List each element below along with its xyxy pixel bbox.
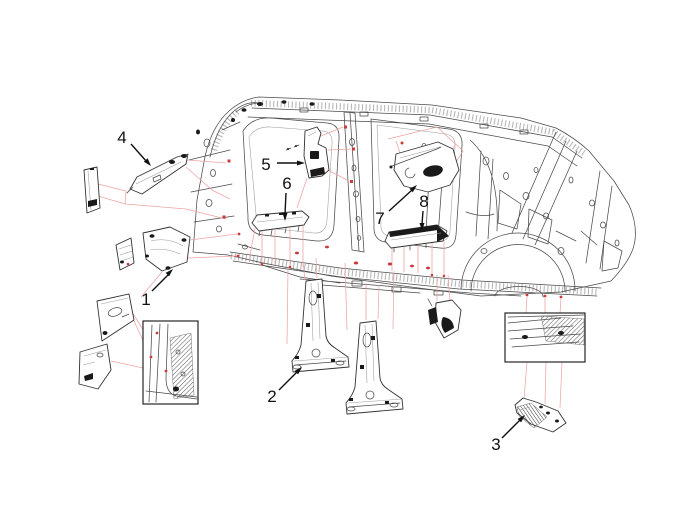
lower-left-trim-piece [78,343,112,390]
callout-5-label: 5 [261,155,270,174]
callout-4: 4 [117,128,151,166]
rear-door-aperture [370,118,463,249]
part-4-a-pillar-trim [126,153,189,195]
callout-6: 6 [282,174,292,221]
part-7-quarter-trim-panel [389,141,460,193]
roof-rail [209,99,587,167]
callout-3-label: 3 [491,435,500,454]
callout-2-label: 2 [267,387,276,406]
part-3-rear-trim [514,397,567,433]
front-cowl-section [188,118,261,251]
sill-end-cover [427,298,462,339]
leader-lines-part-2 [286,245,430,345]
part-5-b-pillar-upper-trim [285,126,330,179]
callout-7-label: 7 [375,209,384,228]
part-6-front-scuff-plate [251,210,310,237]
callout-5: 5 [261,155,305,174]
callout-7: 7 [375,185,417,228]
callout-2: 2 [267,367,302,406]
callout-8-arrow [421,210,424,225]
callout-3-arrow [501,419,521,439]
callout-8: 8 [419,192,429,231]
leader-lines-part-1 [140,232,241,298]
callout-1-label: 1 [141,290,150,309]
part-1-cowl-side-trim [142,226,191,272]
leader-lines-part-6 [248,226,304,269]
lower-pillar-bracket [115,237,135,271]
callout-4-arrow [130,143,148,163]
part-8-rear-scuff-plate [384,224,449,253]
leader-lines-part-5 [296,125,355,209]
callout-2-arrow [278,371,298,391]
callout-7-arrow [388,189,413,212]
callout-6-label: 6 [282,174,291,193]
rocker-sill [229,251,602,297]
leader-lines-inset-left [110,311,161,369]
inset-detail-box-right [504,312,586,363]
callout-1: 1 [141,269,173,309]
kick-panel-garnish [96,293,135,342]
callout-6-arrow [284,192,287,215]
part-2-center-pillar-trim-rear [345,320,404,415]
rear-quarter-structure [421,131,623,272]
b-pillar [343,111,365,253]
body-outline [192,96,636,297]
callout-1-arrow [151,273,170,292]
callout-4-label: 4 [117,128,126,147]
callout-8-label: 8 [419,192,428,211]
inset-detail-box-left [142,320,199,405]
callout-3: 3 [491,415,525,454]
pillar-strip-side-view [83,166,101,214]
car-body-frame [188,96,636,298]
leader-lines-part-8 [391,241,451,304]
part-2-center-pillar-trim-front [291,278,350,373]
